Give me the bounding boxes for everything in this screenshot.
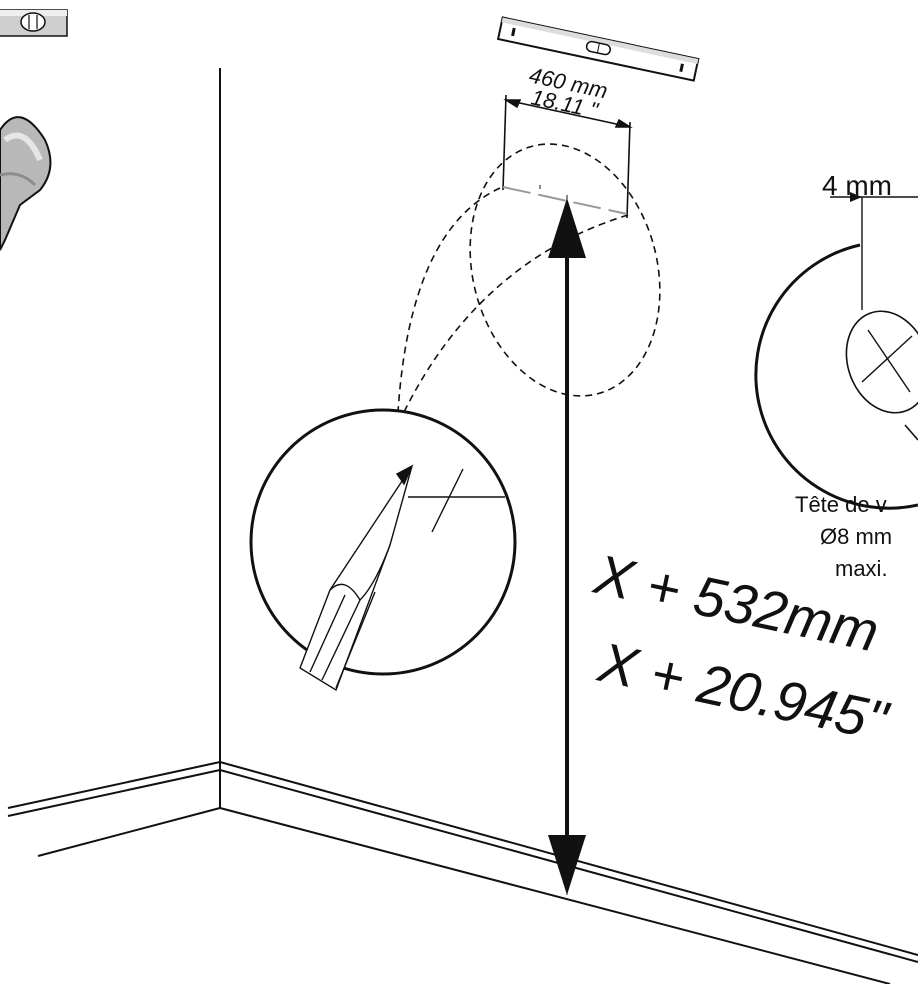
screw-detail: 4 mm Tête de v Ø8 mm maxi. (754, 170, 918, 581)
detail-area-outline (469, 143, 661, 397)
screw-head-icon (845, 310, 918, 414)
marking-line (502, 185, 628, 215)
screw-head-text-3: maxi. (835, 556, 888, 581)
detail-connectors (397, 187, 629, 413)
width-dimension (502, 94, 633, 219)
spirit-level-icon (0, 9, 68, 37)
height-dimension (548, 195, 586, 895)
drill-icon (0, 116, 52, 251)
screw-head-text-1: Tête de v (795, 492, 887, 517)
level-tool (496, 16, 700, 82)
pencil-icon (299, 464, 414, 692)
pencil-detail (249, 408, 517, 692)
screw-head-text-2: Ø8 mm (820, 524, 892, 549)
